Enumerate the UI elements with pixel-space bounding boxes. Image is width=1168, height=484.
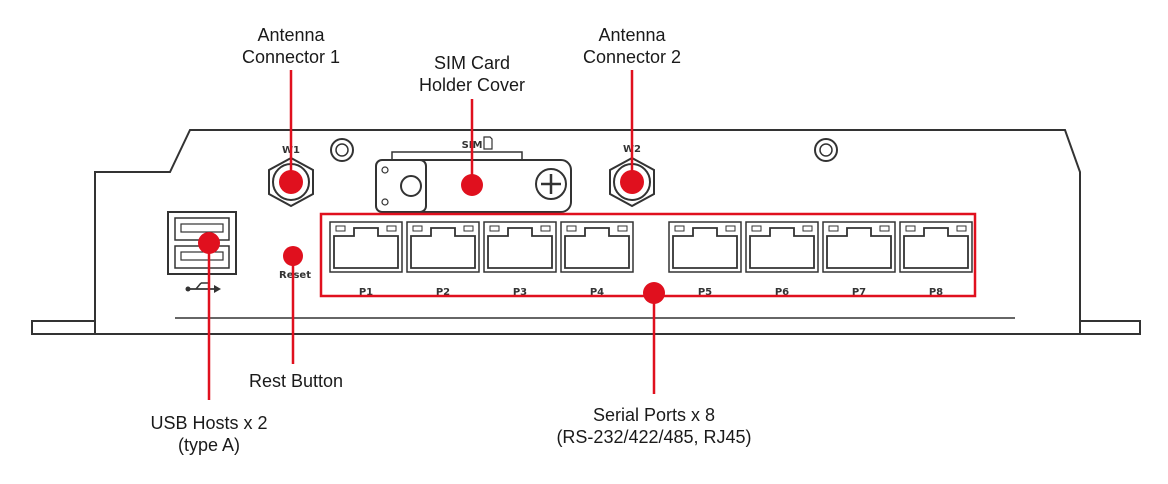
callout-line: Connector 2 (582, 47, 682, 67)
serial-ports: P1 P2 P3 P4 P5 P6 P7 P8 (329, 221, 973, 298)
rj45-port-icon (745, 221, 819, 273)
port-label: P2 (436, 287, 450, 298)
port-label: P5 (698, 287, 712, 298)
callout-line: Antenna (598, 25, 666, 45)
port-label: P7 (852, 287, 866, 298)
reset-button-marker (283, 246, 303, 266)
usb-host-ports (167, 211, 237, 275)
callout-line: SIM Card (433, 53, 511, 73)
rj45-port-icon (899, 221, 973, 273)
port-label: P4 (590, 287, 604, 298)
rj45-port-icon (406, 221, 480, 273)
rj45-port-icon (560, 221, 634, 273)
reset-label: Reset (279, 270, 311, 281)
callout-sim-card-holder-cover: SIM Card Holder Cover (407, 52, 537, 96)
port-label: P6 (775, 287, 789, 298)
sim-card-icon (483, 136, 493, 150)
rj45-port-icon (822, 221, 896, 273)
callout-usb-hosts: USB Hosts x 2 (type A) (129, 412, 289, 456)
antenna-connector-icon (609, 156, 655, 208)
screw-icon (535, 168, 567, 200)
rj45-port-icon (483, 221, 557, 273)
callout-line: Rest Button (248, 371, 344, 391)
port-label: P3 (513, 287, 527, 298)
callout-reset-button: Rest Button (231, 370, 361, 392)
port-label: P8 (929, 287, 943, 298)
callout-line: Antenna (257, 25, 325, 45)
leader-lines (207, 70, 656, 400)
callout-line: USB Hosts x 2 (150, 413, 268, 433)
screw-icon (814, 138, 838, 162)
serial-ports-marker (643, 282, 665, 304)
rj45-port-icon (668, 221, 742, 273)
port-label: P1 (359, 287, 373, 298)
antenna-connector-icon (268, 156, 314, 208)
callout-antenna-connector-1: Antenna Connector 1 (231, 24, 351, 68)
callout-serial-ports: Serial Ports x 8 (RS-232/422/485, RJ45) (529, 404, 779, 448)
callout-antenna-connector-2: Antenna Connector 2 (572, 24, 692, 68)
callout-line: (RS-232/422/485, RJ45) (556, 427, 752, 447)
callout-line: (type A) (177, 435, 241, 455)
callout-line: Holder Cover (418, 75, 526, 95)
screw-icon (330, 138, 354, 162)
sim-holder-cover (375, 151, 572, 213)
rj45-port-icon (329, 221, 403, 273)
callout-line: Connector 1 (241, 47, 341, 67)
callout-line: Serial Ports x 8 (592, 405, 716, 425)
